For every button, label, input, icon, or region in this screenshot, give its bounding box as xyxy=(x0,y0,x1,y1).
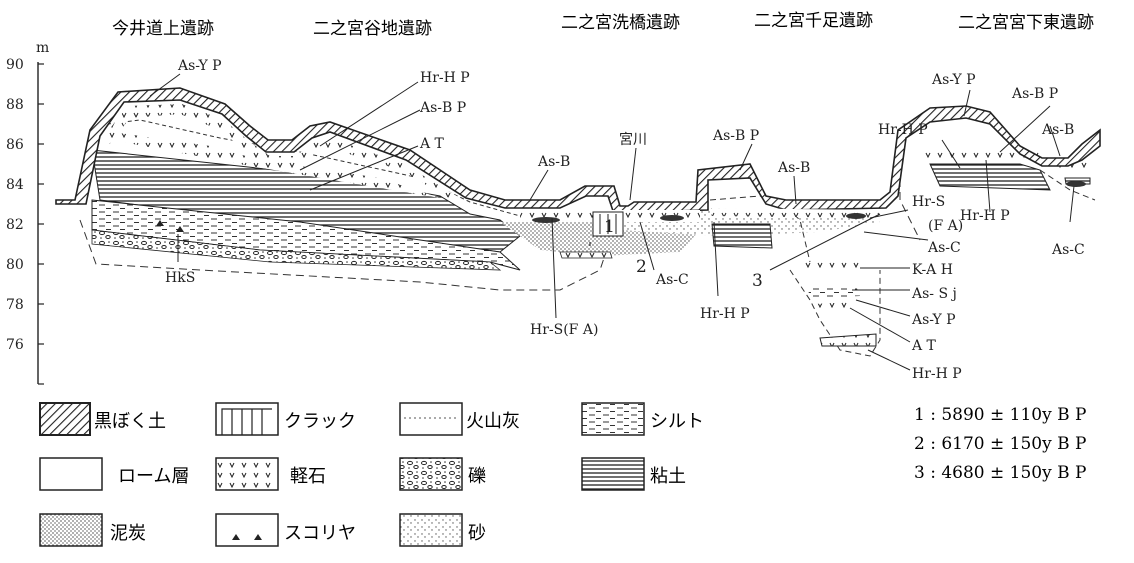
pumice-layer-right xyxy=(712,208,880,218)
elevation-axis: m 90 88 86 84 82 80 78 76 xyxy=(6,40,49,385)
label-asbp-right: As-B P xyxy=(1011,86,1058,102)
legend-item-sand: 砂 xyxy=(399,513,486,547)
legend: 黒ぼく土 クラック 火山灰 シルト ローム層 軽石 礫 xyxy=(39,402,704,547)
legend-item-kurobokudo: 黒ぼく土 xyxy=(39,402,166,436)
label-asb-center: As-B xyxy=(777,160,810,176)
label-hrhp-left: Hr-H P xyxy=(420,70,470,86)
label-asc-right: As-C xyxy=(1051,242,1085,258)
label-asc-center: As-C xyxy=(927,240,961,256)
label-hrhp-right2: Hr-H P xyxy=(960,208,1010,224)
tick-82: 82 xyxy=(6,217,24,233)
svg-text:砂: 砂 xyxy=(468,523,486,544)
legend-item-clay: 粘土 xyxy=(581,457,686,491)
label-hrhp-mid: Hr-H P xyxy=(700,306,750,322)
label-miyagawa: 宮川 xyxy=(619,132,647,148)
svg-text:粘土: 粘土 xyxy=(650,466,686,487)
site-ninomiyamiyashitahigashi: 二之宮宮下東遺跡 xyxy=(958,13,1094,33)
site-ninomiyasenzoku: 二之宮千足遺跡 xyxy=(754,11,873,31)
svg-text:クラック: クラック xyxy=(284,411,356,432)
label-asb-right: As-B xyxy=(1041,122,1074,138)
label-asyp-center: As-Y P xyxy=(911,312,956,328)
site-imaimichiue: 今井道上遺跡 xyxy=(112,19,214,39)
radiocarbon-dates: 1 : 5890 ± 110y B P 2 : 6170 ± 150y B P … xyxy=(914,405,1086,483)
svg-text:黒ぼく土: 黒ぼく土 xyxy=(94,411,166,432)
svg-text:礫: 礫 xyxy=(468,466,486,487)
label-hrhp-bottom: Hr-H P xyxy=(912,366,962,382)
svg-text:泥炭: 泥炭 xyxy=(110,523,146,544)
legend-item-pumice: 軽石 xyxy=(215,457,326,491)
surface-black-soil xyxy=(55,87,1101,219)
date-1: 1 : 5890 ± 110y B P xyxy=(914,405,1086,425)
tick-76: 76 xyxy=(6,337,24,353)
label-hks: HkS xyxy=(165,270,195,286)
label-hrsfa-mid: Hr-S(F A) xyxy=(530,322,598,338)
svg-text:ローム層: ローム層 xyxy=(118,466,189,487)
channel-3 xyxy=(709,195,881,357)
layer-labels: As-Y P Hr-H P As-B P A T As-B 宮川 As-B P … xyxy=(165,58,1085,382)
label-at-center: A T xyxy=(911,338,937,354)
tick-88: 88 xyxy=(6,97,24,113)
legend-item-crack: クラック xyxy=(215,402,356,436)
pumice-layer-left xyxy=(104,104,460,202)
legend-item-peat: 泥炭 xyxy=(39,513,146,547)
svg-text:軽石: 軽石 xyxy=(290,466,326,487)
tick-80: 80 xyxy=(6,257,24,273)
site-ninomiyaaraibashi: 二之宮洗橋遺跡 xyxy=(561,13,680,33)
date-2: 2 : 6170 ± 150y B P xyxy=(914,434,1086,454)
label-asb-mid: As-B xyxy=(537,154,570,170)
legend-item-ash: 火山灰 xyxy=(399,402,520,436)
axis-unit: m xyxy=(36,40,49,56)
legend-item-gravel: 礫 xyxy=(399,457,486,491)
svg-text:シルト: シルト xyxy=(650,411,704,432)
tick-90: 90 xyxy=(6,57,24,73)
label-kah: K-A H xyxy=(912,262,953,278)
label-num-3: 3 xyxy=(752,271,763,291)
label-asyp-left: As-Y P xyxy=(177,58,222,74)
scoria-marks xyxy=(156,220,184,232)
label-fa-right: (F A) xyxy=(928,218,963,234)
label-hrs-right: Hr-S xyxy=(912,194,945,210)
label-asbp-mid: As-B P xyxy=(712,128,759,144)
label-at-left: A T xyxy=(419,136,445,152)
label-asbp-left: As-B P xyxy=(419,100,466,116)
column-1 xyxy=(532,181,1086,259)
legend-item-silt: シルト xyxy=(581,402,704,436)
tick-86: 86 xyxy=(6,137,24,153)
tick-78: 78 xyxy=(6,297,24,313)
tick-84: 84 xyxy=(6,177,24,193)
legend-item-scoria: スコリヤ xyxy=(215,513,356,547)
svg-text:スコリヤ: スコリヤ xyxy=(284,523,356,544)
leader-lines xyxy=(149,73,1075,371)
label-num-2: 2 xyxy=(636,257,647,277)
svg-text:火山灰: 火山灰 xyxy=(466,411,520,432)
label-asyp-right: As-Y P xyxy=(931,72,976,88)
label-hrhp-right: Hr-H P xyxy=(878,122,928,138)
date-3: 3 : 4680 ± 150y B P xyxy=(914,463,1086,483)
label-assj: As- S j xyxy=(911,286,957,302)
site-ninomiyayachi: 二之宮谷地遺跡 xyxy=(313,19,432,39)
legend-item-loam: ローム層 xyxy=(39,457,189,491)
label-asc-mid: As-C xyxy=(655,272,689,288)
label-num-1: 1 xyxy=(604,217,615,237)
